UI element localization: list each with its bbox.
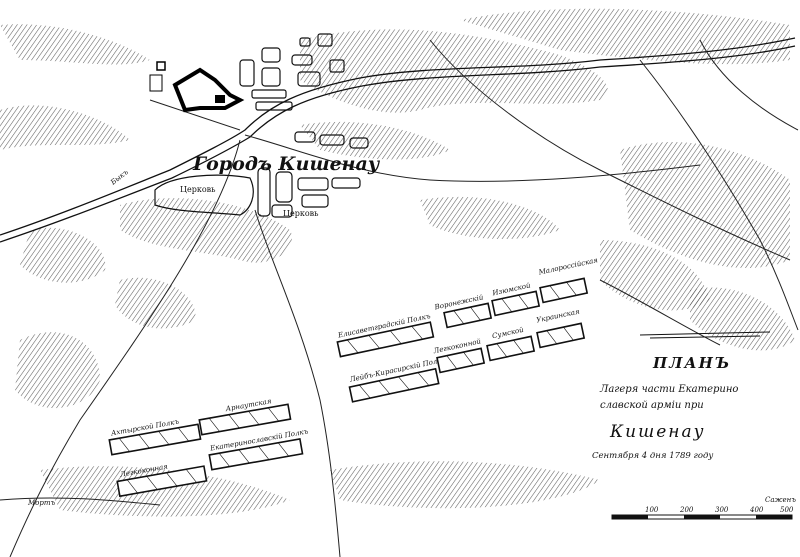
camp-left-bottom-2: Екатеринославскiй Полкъ xyxy=(208,427,309,471)
camp-right-bottom-4: Украинская xyxy=(536,307,586,349)
legend-place: Кишенау xyxy=(609,422,705,442)
camp-right-bottom-1: Лейбъ-Кирасирскiй Полкъ xyxy=(348,355,447,403)
town-label: Городъ Кишенау xyxy=(192,153,381,175)
scale-tick: 500 xyxy=(780,506,794,514)
terrain-hatching xyxy=(0,8,795,517)
camp-right-bottom-3: Сумской xyxy=(486,326,536,362)
scale-tick: 300 xyxy=(715,506,729,514)
legend-line-1: Лагеря части Екатерино xyxy=(599,384,738,395)
title-cartouche: ПЛАНЪ Лагеря части Екатерино славской ар… xyxy=(592,331,771,461)
camp-left-top-1: Ахтырской Полкъ xyxy=(108,418,202,456)
camp-right-top-2: Воронежскiй xyxy=(433,293,493,329)
camp-right-top-1: Елисаветградскiй Полкъ xyxy=(336,312,435,358)
legend-line-2: славской армiи при xyxy=(600,400,704,411)
town-area: Городъ Кишенау Быкъ Церковь Церковь xyxy=(109,33,381,218)
camp-label: Украинская xyxy=(536,307,581,324)
church-label-2: Церковь xyxy=(283,209,319,218)
church-label-1: Церковь xyxy=(180,185,216,194)
river-label: Быкъ xyxy=(109,168,130,187)
legend-heading: ПЛАНЪ xyxy=(652,354,731,372)
camp-right-bottom-2: Легкоконной xyxy=(432,337,486,374)
roads-and-rivers xyxy=(0,37,799,557)
camp-label: Малороссiйская xyxy=(537,256,599,277)
scale-tick: 200 xyxy=(679,506,694,514)
scale-tick: 100 xyxy=(645,506,659,514)
bottom-left-note: Мортъ xyxy=(27,499,56,507)
camp-right-top-4: Малороссiйская xyxy=(537,256,599,304)
camp-left-top-2: Арнаутская xyxy=(198,397,292,436)
legend-date: Сентября 4 дня 1789 году xyxy=(592,450,713,461)
scale-label: Саженъ xyxy=(765,496,796,504)
camp-right-top-3: Изюмской xyxy=(491,281,541,317)
scale-tick: 400 xyxy=(749,506,764,514)
scale-bar: Саженъ 100 200 300 400 500 xyxy=(611,496,796,520)
